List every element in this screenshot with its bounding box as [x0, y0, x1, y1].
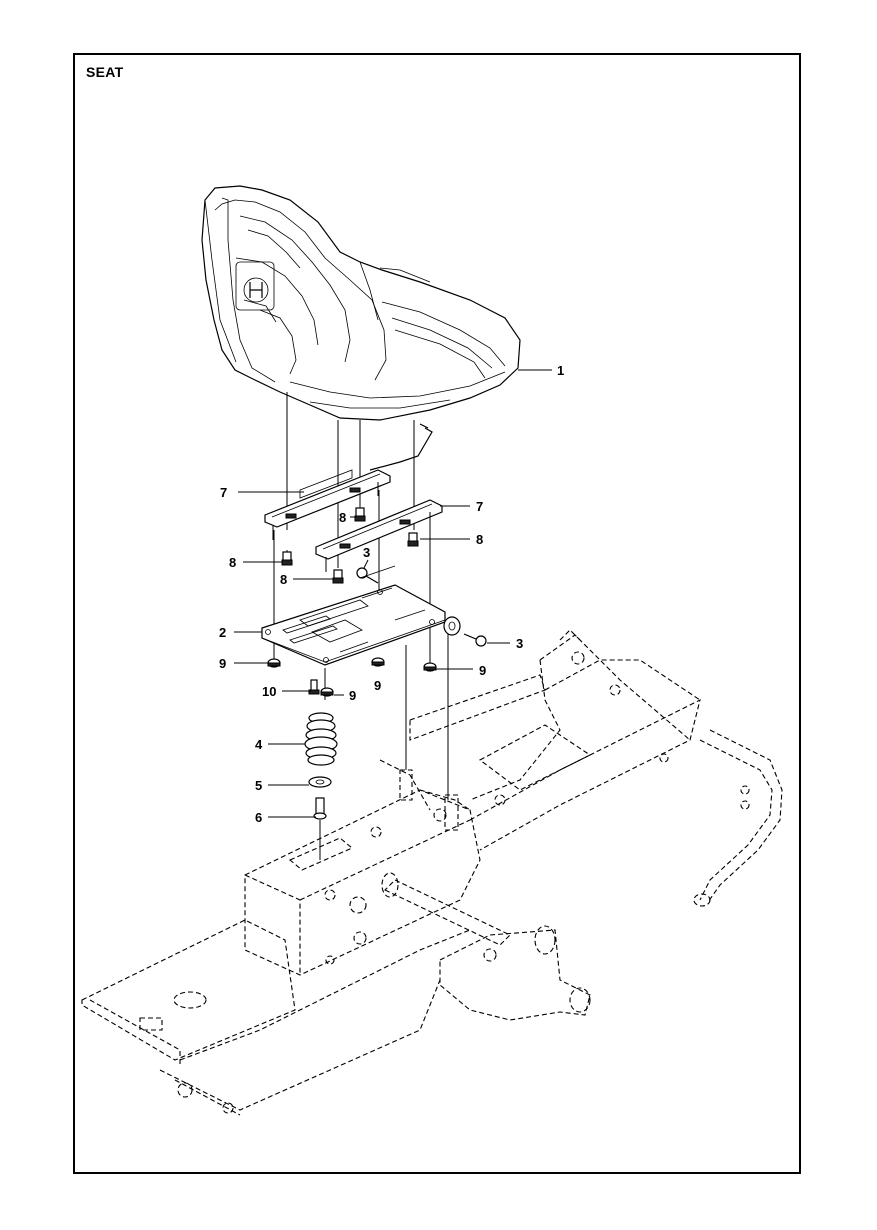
bolt-8-c — [281, 551, 293, 566]
callout-7-right: 7 — [476, 499, 483, 514]
callout-4: 4 — [255, 737, 263, 752]
page-title: SEAT — [86, 64, 124, 80]
callout-3-right: 3 — [516, 636, 523, 651]
callout-9-mid: 9 — [349, 688, 356, 703]
diagram-frame — [73, 53, 801, 1174]
callout-9-right: 9 — [479, 663, 486, 678]
bolt-3-a — [356, 567, 379, 584]
pin — [313, 797, 327, 860]
callout-8-mid: 8 — [280, 572, 287, 587]
callout-labels: 1 7 7 8 8 8 8 3 3 2 9 9 9 9 10 4 5 6 — [219, 363, 564, 825]
callout-7-left: 7 — [220, 485, 227, 500]
callout-3-top: 3 — [363, 545, 370, 560]
bolt-10 — [308, 679, 320, 695]
callout-5: 5 — [255, 778, 262, 793]
seat-plate — [261, 565, 461, 666]
bolt-8-d — [332, 569, 344, 584]
callout-10: 10 — [262, 684, 276, 699]
seat-rail-left — [264, 469, 391, 540]
nut-9-c — [371, 657, 385, 667]
nut-9-d — [423, 662, 437, 672]
nut-9-b — [320, 687, 334, 697]
callout-8-left: 8 — [229, 555, 236, 570]
callout-9-left: 9 — [219, 656, 226, 671]
washer — [308, 776, 332, 788]
bolt-8-a — [354, 507, 366, 522]
tractor-chassis — [81, 629, 783, 1116]
callout-8-right: 8 — [476, 532, 483, 547]
nut-9-a — [267, 658, 281, 668]
leader-lines — [234, 369, 552, 818]
callout-6: 6 — [255, 810, 262, 825]
callout-2: 2 — [219, 625, 226, 640]
seat — [201, 185, 521, 421]
seat-rail-right — [315, 499, 443, 572]
spring — [304, 712, 338, 766]
bolt-3-b — [463, 633, 487, 647]
callout-1: 1 — [557, 363, 564, 378]
callout-9-center: 9 — [374, 678, 381, 693]
bolt-8-b — [407, 532, 419, 547]
callout-8-top: 8 — [339, 510, 346, 525]
adjust-lever — [369, 427, 433, 471]
